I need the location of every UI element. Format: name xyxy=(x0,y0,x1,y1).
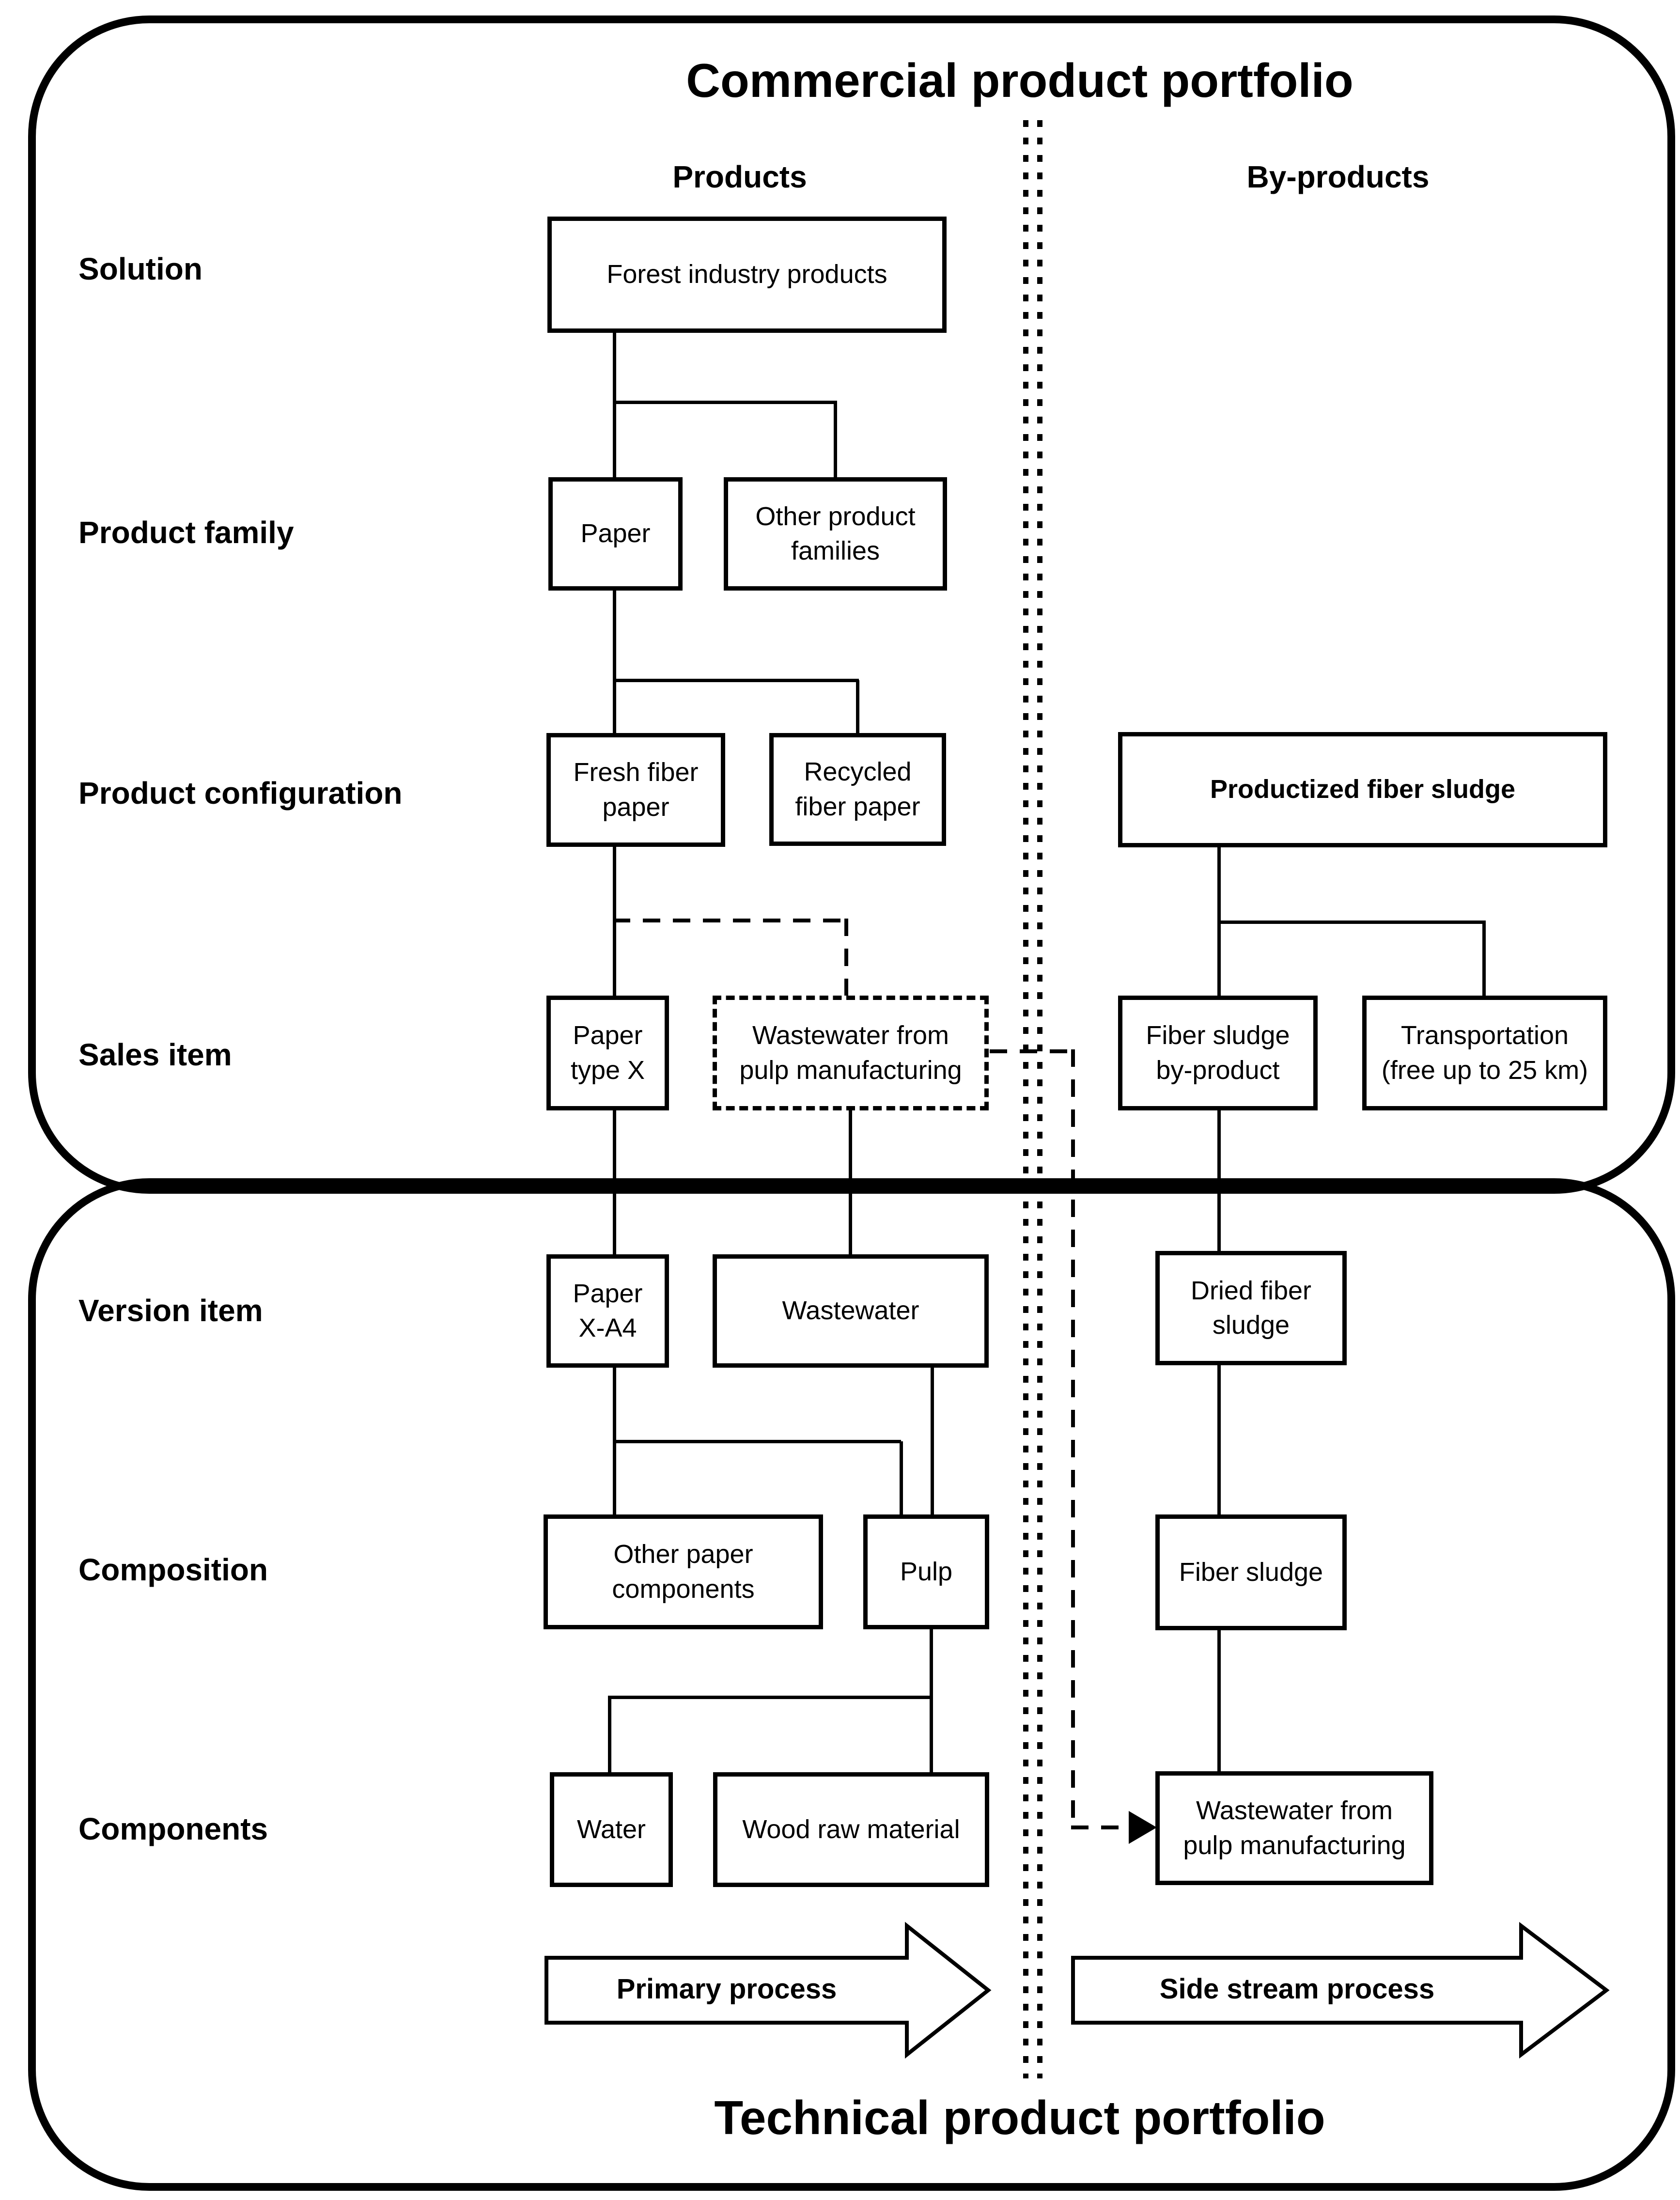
connector-paper-type-x-to-paper-x-a4 xyxy=(613,1110,616,1255)
dashed-connector-into-wastewater-components xyxy=(1071,1826,1130,1829)
connector-to-transportation xyxy=(1482,922,1486,997)
dashed-connector-fresh-to-wastewater-sales xyxy=(613,919,846,922)
box-fresh-fiber-paper: Fresh fiber paper xyxy=(546,733,725,847)
connector-wastewater-sales-to-version xyxy=(849,1110,852,1255)
box-other-paper-components: Other paper components xyxy=(544,1514,823,1629)
commercial-portfolio-title: Commercial product portfolio xyxy=(686,54,1353,107)
connector-composition-branch xyxy=(613,1440,901,1443)
technical-portfolio-panel xyxy=(28,1178,1675,2191)
dashed-connector-side-stream-down xyxy=(1071,1049,1075,1828)
row-label-product-configuration: Product configuration xyxy=(78,776,403,811)
connector-components-branch xyxy=(608,1696,933,1699)
dashed-connector-wastewater-sales-out xyxy=(990,1049,1075,1053)
connector-dried-to-fiber-sludge xyxy=(1217,1365,1221,1515)
side-stream-process-arrow xyxy=(1071,1921,1610,2059)
box-paper-type-x: Paper type X xyxy=(546,996,669,1110)
connector-to-water xyxy=(608,1697,611,1773)
connector-configuration-branch xyxy=(613,679,859,682)
connector-family-branch xyxy=(613,401,837,404)
row-label-components: Components xyxy=(78,1811,268,1846)
box-recycled-fiber-paper: Recycled fiber paper xyxy=(769,733,946,846)
box-water: Water xyxy=(550,1772,673,1887)
dashed-arrowhead-icon xyxy=(1129,1811,1157,1844)
box-transportation-free-up-to-25-km: Transportation (free up to 25 km) xyxy=(1362,996,1607,1110)
box-productized-fiber-sludge: Productized fiber sludge xyxy=(1118,732,1607,847)
box-wood-raw-material: Wood raw material xyxy=(713,1772,989,1887)
box-paper: Paper xyxy=(548,477,683,591)
connector-forest-to-paper xyxy=(613,332,616,478)
box-other-product-families: Other product families xyxy=(724,477,947,591)
connector-paper-to-fresh-fiber xyxy=(613,591,616,734)
connector-byproducts-branch xyxy=(1217,921,1486,924)
box-forest-industry-products: Forest industry products xyxy=(547,217,947,333)
row-label-composition: Composition xyxy=(78,1552,268,1587)
row-label-solution: Solution xyxy=(78,251,202,286)
connector-to-wood-raw-material xyxy=(930,1697,933,1773)
byproducts-column-header: By-products xyxy=(1246,159,1430,194)
portfolio-divider-dotted-line xyxy=(1037,120,1042,2078)
row-label-sales-item: Sales item xyxy=(78,1037,232,1072)
primary-process-label: Primary process xyxy=(616,1973,837,2005)
side-stream-process-label: Side stream process xyxy=(1159,1973,1435,2005)
box-paper-x-a4: Paper X-A4 xyxy=(546,1254,669,1368)
primary-process-arrow xyxy=(544,1921,992,2059)
connector-wastewater-version-to-pulp xyxy=(931,1368,934,1515)
row-label-product-family: Product family xyxy=(78,515,294,550)
box-wastewater-from-pulp-manufacturing-sales-item: Wastewater from pulp manufacturing xyxy=(713,996,989,1110)
connector-pulp-down xyxy=(930,1629,933,1698)
box-wastewater-version-item: Wastewater xyxy=(713,1254,989,1368)
box-fiber-sludge-by-product: Fiber sludge by-product xyxy=(1118,996,1318,1110)
connector-fiber-sludge-byproduct-to-dried xyxy=(1217,1110,1221,1252)
box-wastewater-from-pulp-manufacturing-components: Wastewater from pulp manufacturing xyxy=(1155,1771,1433,1885)
connector-branch-to-pulp xyxy=(900,1441,903,1515)
box-fiber-sludge: Fiber sludge xyxy=(1155,1514,1347,1630)
portfolio-divider-dotted-line xyxy=(1023,120,1028,2078)
box-dried-fiber-sludge: Dried fiber sludge xyxy=(1155,1251,1347,1365)
row-label-version-item: Version item xyxy=(78,1293,263,1328)
connector-to-recycled-fiber xyxy=(856,680,859,734)
commercial-portfolio-panel xyxy=(28,16,1675,1194)
technical-portfolio-title: Technical product portfolio xyxy=(714,2091,1325,2144)
connector-fiber-sludge-to-wastewater xyxy=(1217,1630,1221,1772)
box-pulp: Pulp xyxy=(863,1514,989,1629)
products-column-header: Products xyxy=(672,159,807,194)
dashed-connector-into-wastewater-sales xyxy=(844,919,848,997)
connector-to-other-families xyxy=(834,402,837,478)
